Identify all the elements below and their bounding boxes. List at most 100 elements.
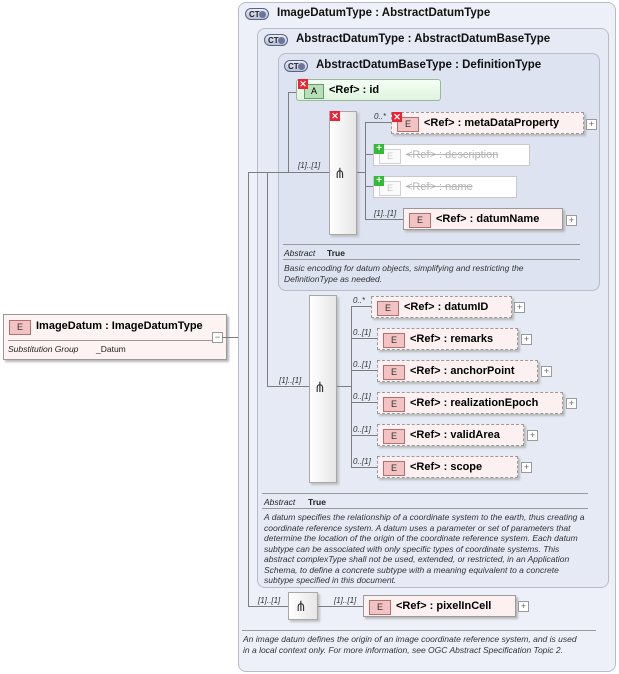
complex-type-icon: CT <box>245 8 269 20</box>
expand-icon[interactable]: + <box>514 302 525 313</box>
connector <box>365 219 403 220</box>
attribute-icon: A <box>304 84 324 99</box>
ct1-documentation: An image datum defines the origin of an … <box>243 634 577 655</box>
connector <box>267 172 329 173</box>
sequence-compositor: ⋔ <box>288 592 318 620</box>
added-icon: + <box>374 144 384 154</box>
connector <box>351 306 352 467</box>
ct2-title: AbstractDatumType : AbstractDatumBaseTyp… <box>296 33 551 45</box>
sequence-cardinality: [1]..[1] <box>279 376 302 385</box>
divider <box>283 259 580 260</box>
added-icon: + <box>374 176 384 186</box>
divider <box>262 508 588 509</box>
element-cardinality: 0..[1] <box>353 457 371 466</box>
divider <box>283 244 580 245</box>
element-icon: E <box>409 213 431 228</box>
element-anchor-point[interactable]: E <Ref> : anchorPoint <box>377 360 538 382</box>
element-cardinality: 0..[1] <box>353 328 371 337</box>
connector <box>365 122 366 219</box>
divider <box>262 493 588 494</box>
root-element-box[interactable]: E ImageDatum : ImageDatumType Substituti… <box>3 314 227 360</box>
element-label: <Ref> : realizationEpoch <box>410 397 539 409</box>
connector <box>351 370 377 371</box>
element-cardinality: 0..* <box>374 112 387 121</box>
complex-type-icon: CT <box>264 34 288 46</box>
element-datum-id[interactable]: E <Ref> : datumID <box>371 296 512 318</box>
element-meta-data-property[interactable]: E <Ref> : metaDataProperty <box>391 112 584 134</box>
element-cardinality: 0..[1] <box>353 360 371 369</box>
expand-icon[interactable]: + <box>566 398 577 409</box>
element-cardinality: [1]..[1] <box>334 596 357 605</box>
element-label: <Ref> : anchorPoint <box>410 365 515 377</box>
ct3-documentation: Basic encoding for datum objects, simpli… <box>284 263 524 284</box>
element-icon: E <box>383 461 405 476</box>
element-icon: E <box>383 365 405 380</box>
root-element-label: ImageDatum : ImageDatumType <box>36 320 203 332</box>
element-remarks[interactable]: E <Ref> : remarks <box>377 328 518 350</box>
connector <box>351 435 377 436</box>
connector <box>248 606 288 607</box>
attribute-id-label: <Ref> : id <box>329 84 380 96</box>
expand-icon[interactable]: + <box>541 366 552 377</box>
expand-icon[interactable]: + <box>521 462 532 473</box>
element-icon: E <box>383 397 405 412</box>
connector <box>351 467 377 468</box>
element-icon: E <box>369 600 391 615</box>
element-icon: E <box>379 149 401 164</box>
expand-icon[interactable]: + <box>518 601 529 612</box>
element-pixel-in-cell[interactable]: E <Ref> : pixelInCell <box>363 595 516 617</box>
connector <box>248 172 249 606</box>
element-datum-name[interactable]: E <Ref> : datumName <box>403 208 563 230</box>
element-icon: E <box>9 320 31 335</box>
sequence-icon: ⋔ <box>334 165 346 181</box>
connector <box>351 338 377 339</box>
element-label: <Ref> : metaDataProperty <box>424 117 560 129</box>
connector <box>248 172 268 173</box>
expand-icon[interactable]: + <box>566 215 577 226</box>
connector <box>267 172 268 386</box>
connector <box>365 154 373 155</box>
sequence-cardinality: [1]..[1] <box>298 161 321 170</box>
connector <box>288 92 296 93</box>
element-cardinality: [1]..[1] <box>374 209 397 218</box>
connector <box>288 92 289 172</box>
element-label: <Ref> : remarks <box>410 333 494 345</box>
element-icon: E <box>377 301 399 316</box>
abstract-value: True <box>327 248 345 258</box>
element-icon: E <box>383 429 405 444</box>
divider <box>8 340 222 341</box>
prohibited-icon: ✕ <box>330 111 340 121</box>
element-icon: E <box>397 117 419 132</box>
element-cardinality: 0..[1] <box>353 425 371 434</box>
element-label: <Ref> : pixelInCell <box>396 600 492 612</box>
divider <box>242 630 596 631</box>
element-label: <Ref> : datumID <box>404 301 489 313</box>
element-label: <Ref> : scope <box>410 461 483 473</box>
element-realization-epoch[interactable]: E <Ref> : realizationEpoch <box>377 392 563 414</box>
connector <box>337 386 351 387</box>
expand-icon[interactable]: + <box>521 334 532 345</box>
attribute-id[interactable]: A <Ref> : id <box>296 79 441 101</box>
abstract-value: True <box>308 497 326 507</box>
connector <box>357 172 365 173</box>
substitution-group-value: _Datum <box>96 344 126 354</box>
connector <box>318 606 363 607</box>
abstract-key: Abstract <box>264 497 296 507</box>
element-name[interactable]: E <Ref> : name <box>373 176 517 198</box>
expand-icon[interactable]: + <box>586 119 597 130</box>
element-label: <Ref> : description <box>406 149 499 161</box>
element-scope[interactable]: E <Ref> : scope <box>377 456 518 478</box>
substitution-group-key: Substitution Group <box>8 344 79 354</box>
element-label: <Ref> : datumName <box>436 213 540 225</box>
element-description[interactable]: E <Ref> : description <box>373 144 530 166</box>
element-icon: E <box>379 181 401 196</box>
complex-type-icon: CT <box>284 60 308 72</box>
ct1-title: ImageDatumType : AbstractDatumType <box>277 7 491 19</box>
element-valid-area[interactable]: E <Ref> : validArea <box>377 424 524 446</box>
expand-icon[interactable]: + <box>527 430 538 441</box>
element-cardinality: 0..[1] <box>353 392 371 401</box>
prohibited-icon: ✕ <box>298 79 308 89</box>
ct2-documentation: A datum specifies the relationship of a … <box>264 512 585 585</box>
element-label: <Ref> : validArea <box>410 429 500 441</box>
connector <box>267 386 309 387</box>
